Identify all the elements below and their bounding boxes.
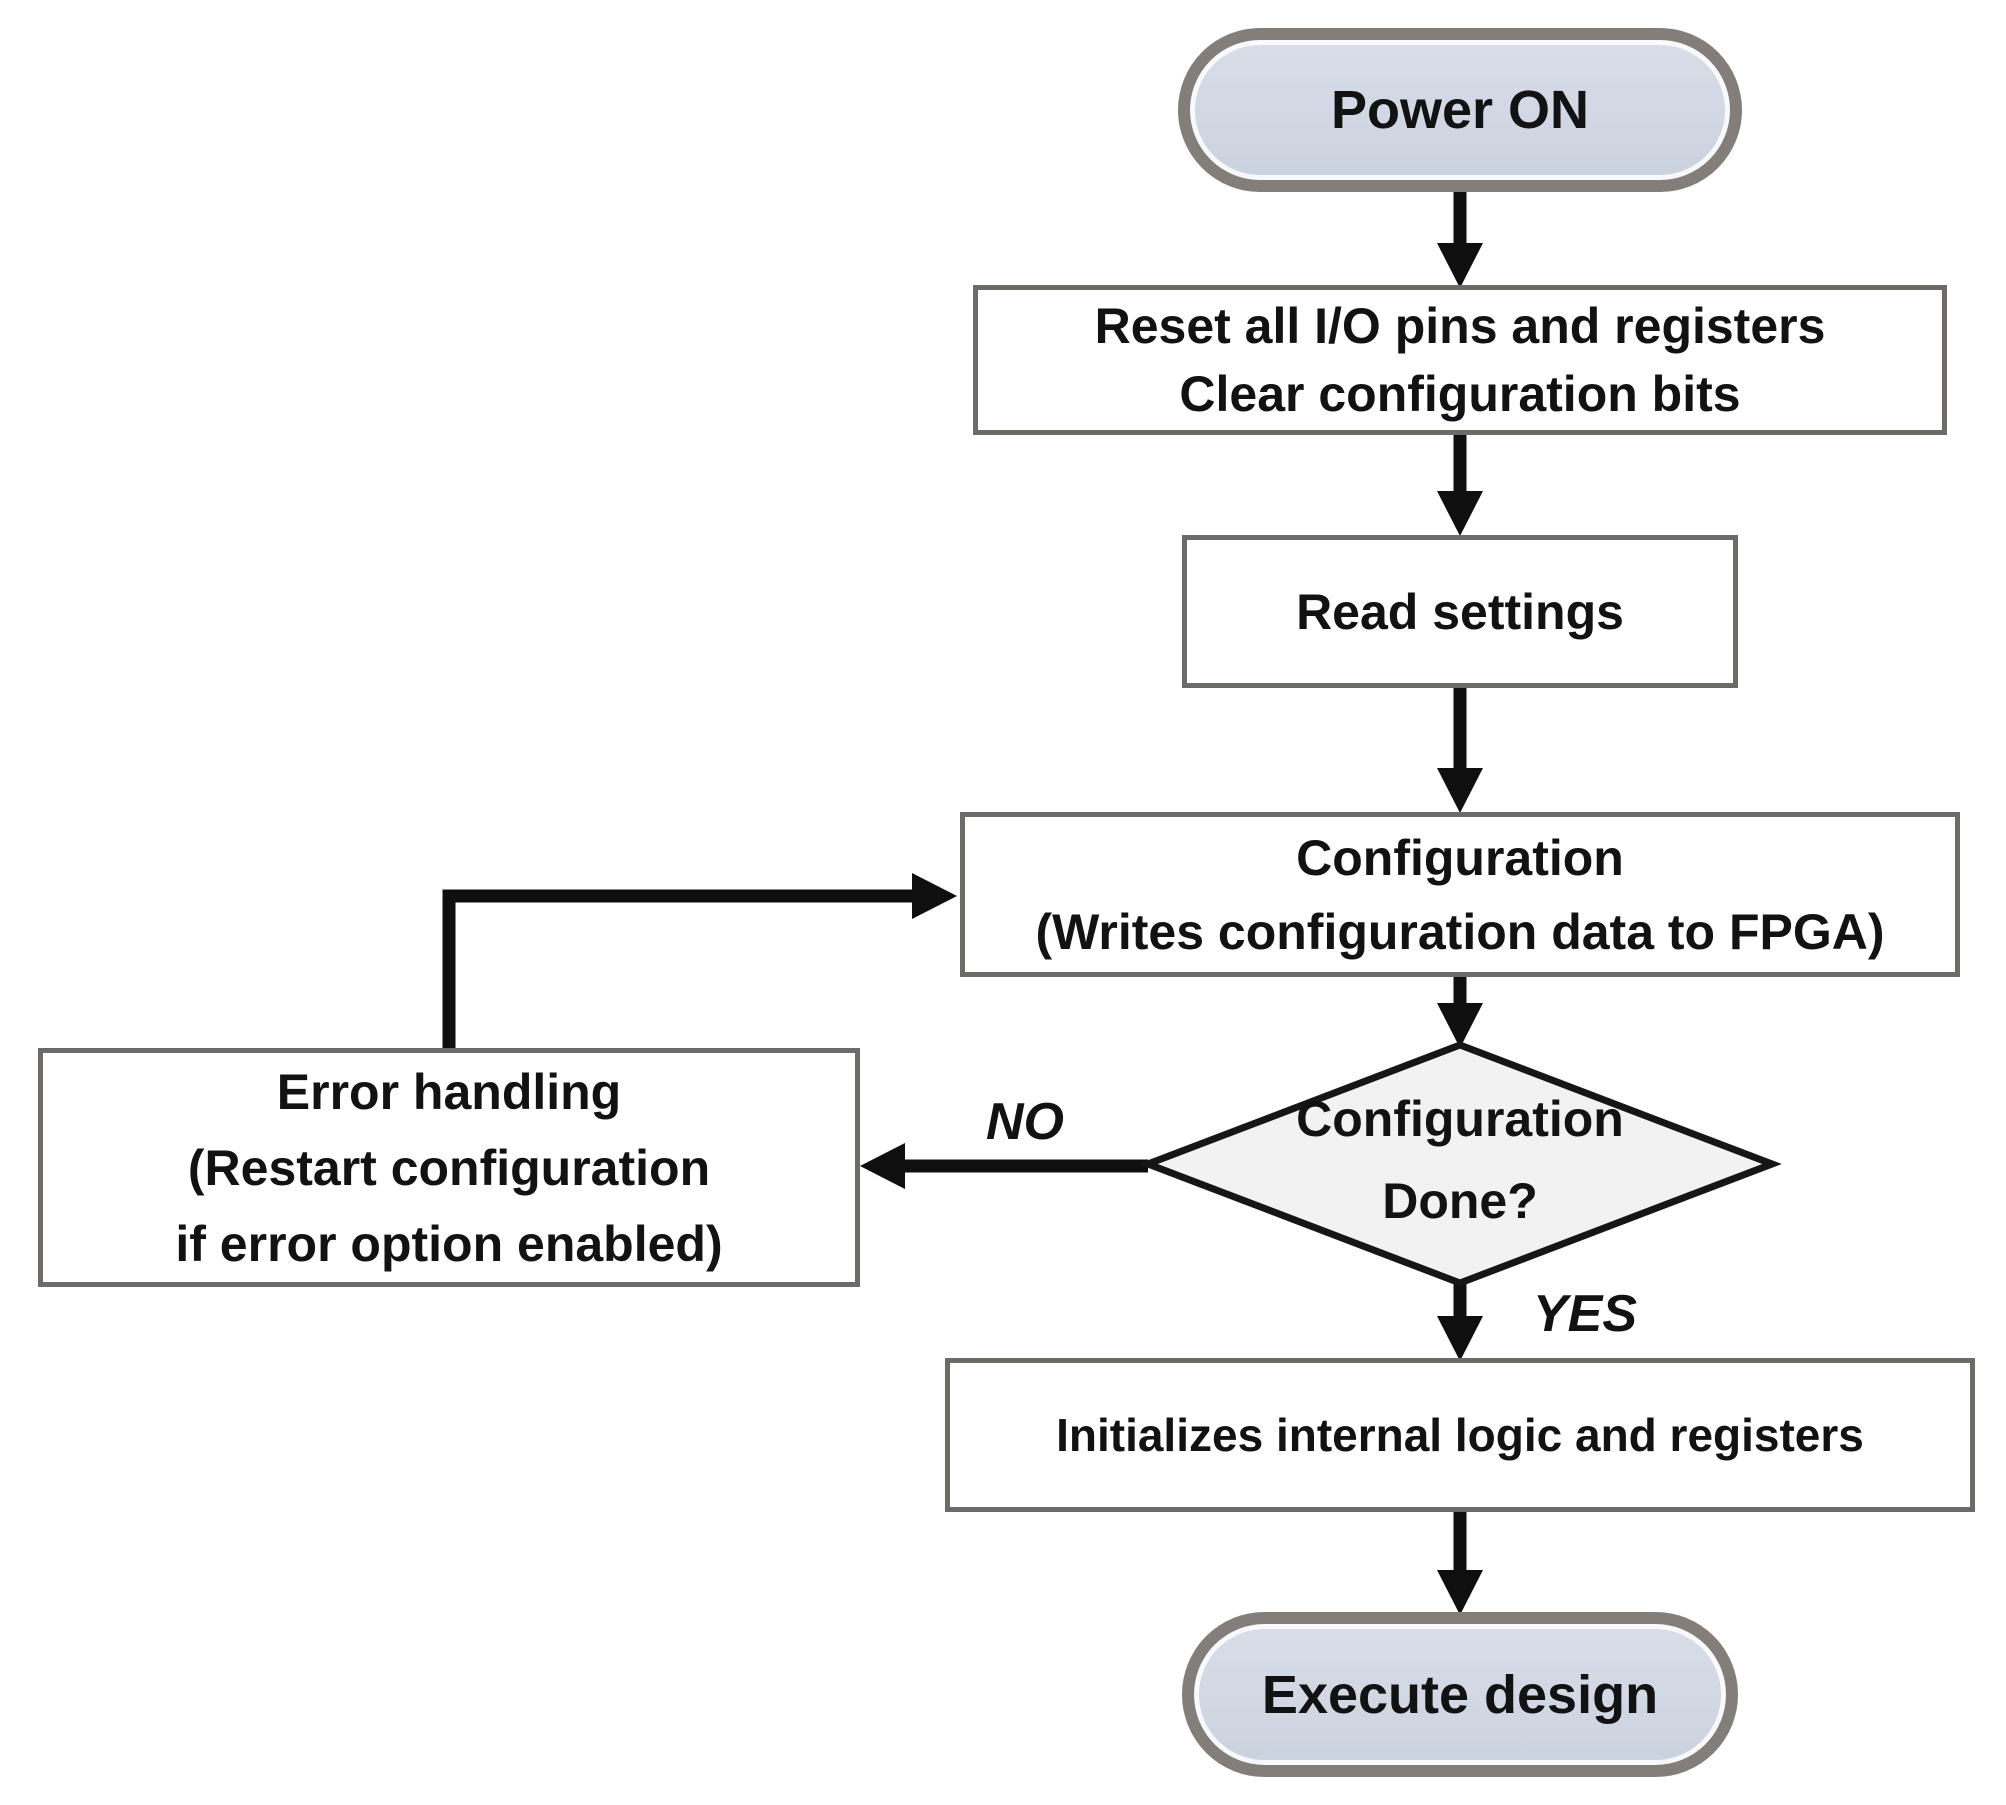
arrowhead-read-to-config — [1437, 768, 1483, 813]
node-configuration-done-line1: Configuration — [1296, 1091, 1624, 1147]
arrowhead-error-to-config — [912, 873, 957, 919]
node-execute-design-label: Execute design — [1261, 1664, 1659, 1725]
node-power-on-label: Power ON — [1330, 80, 1590, 140]
arrow-error-to-config — [442, 889, 912, 1048]
decision-diamond — [1138, 1041, 1782, 1287]
node-reset-line1: Reset all I/O pins and registers — [1094, 298, 1826, 354]
arrowhead-config-to-done — [1437, 1003, 1483, 1048]
edge-label-yes: YES — [1532, 1285, 1638, 1343]
arrowhead-done-to-init — [1437, 1316, 1483, 1361]
node-configuration-done-line2: Done? — [1382, 1173, 1538, 1229]
arrowhead-init-to-execute — [1437, 1570, 1483, 1615]
node-error-handling-line1: Error handling — [276, 1063, 622, 1120]
node-initialize-label: Initializes internal logic and registers — [1056, 1409, 1864, 1461]
node-reset-line2: Clear configuration bits — [1179, 366, 1741, 422]
node-configuration-line2: (Writes configuration data to FPGA) — [1035, 903, 1885, 960]
node-configuration: Configuration (Writes configuration data… — [960, 812, 1960, 977]
node-error-handling-line2: (Restart configuration — [187, 1139, 711, 1196]
node-power-on: Power ON — [1178, 28, 1742, 192]
node-read-settings: Read settings — [1182, 535, 1738, 688]
arrowhead-power-to-reset — [1437, 243, 1483, 288]
node-configuration-done: Configuration Done? — [1160, 1078, 1760, 1242]
arrowhead-reset-to-read — [1437, 491, 1483, 536]
arrowhead-done-to-error — [860, 1143, 905, 1189]
node-error-handling-line3: if error option enabled) — [175, 1215, 723, 1272]
node-initialize: Initializes internal logic and registers — [945, 1358, 1975, 1512]
node-read-settings-label: Read settings — [1296, 583, 1624, 640]
node-configuration-line1: Configuration — [1296, 829, 1624, 886]
node-reset: Reset all I/O pins and registers Clear c… — [973, 285, 1947, 435]
node-execute-design: Execute design — [1182, 1612, 1738, 1777]
node-error-handling: Error handling (Restart configuration if… — [38, 1048, 860, 1287]
edge-label-no: NO — [986, 1093, 1064, 1151]
